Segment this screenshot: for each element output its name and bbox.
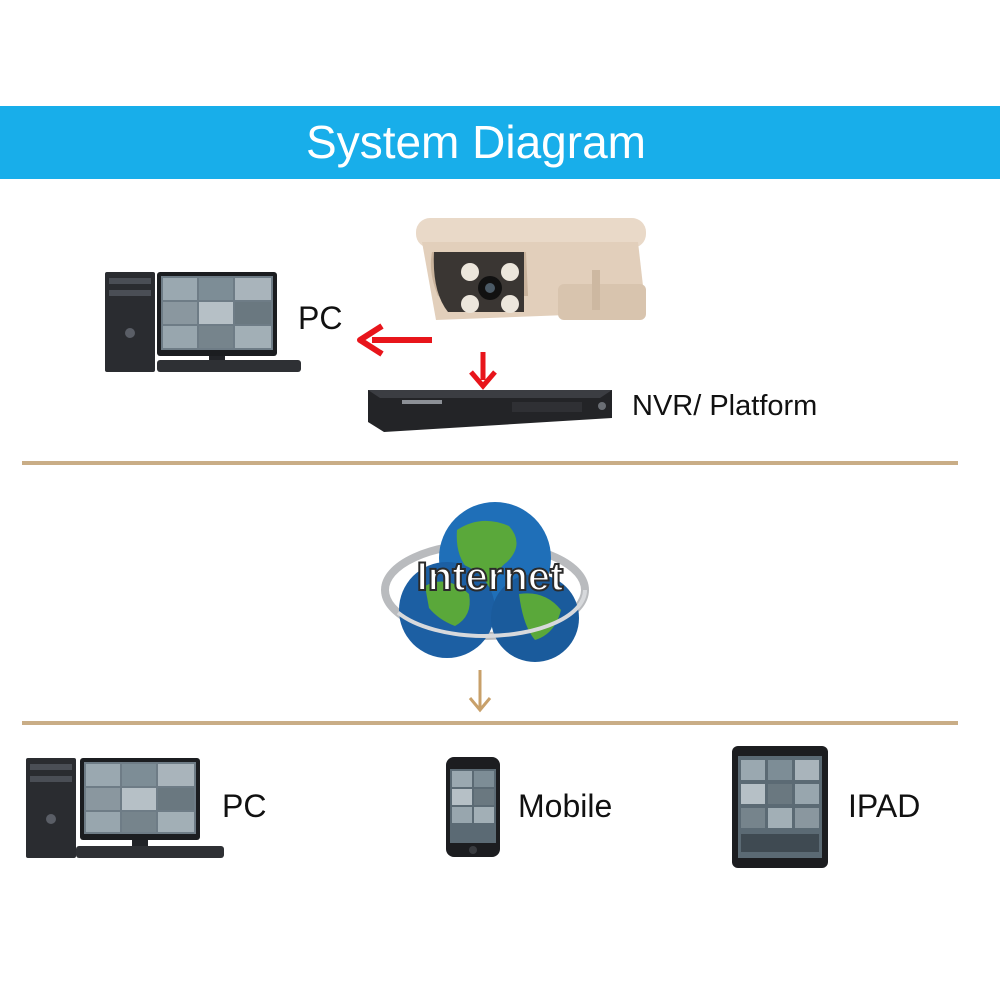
- page-title: System Diagram: [306, 116, 646, 168]
- security-camera-icon: [416, 218, 646, 320]
- nvr-device-icon: [368, 390, 612, 432]
- globe-icon: [381, 502, 589, 662]
- internet-label: Internet: [416, 554, 565, 600]
- client-label-pc: PC: [222, 788, 267, 824]
- tablet-icon: [732, 746, 828, 868]
- client-label-ipad: IPAD: [848, 788, 921, 824]
- client-label-mobile: Mobile: [518, 788, 613, 824]
- arrow-to-pc-icon: [357, 323, 432, 357]
- pc-workstation-icon: [105, 272, 301, 372]
- nvr-label: NVR/ Platform: [632, 390, 818, 422]
- pc-workstation-icon: [26, 758, 224, 858]
- arrow-to-nvr-icon: [469, 352, 497, 390]
- pc-label: PC: [298, 300, 343, 336]
- arrow-down-icon: [468, 670, 492, 713]
- section-divider: [22, 721, 958, 725]
- title-bar: [0, 106, 1000, 179]
- mobile-phone-icon: [446, 757, 500, 857]
- section-divider: [22, 461, 958, 465]
